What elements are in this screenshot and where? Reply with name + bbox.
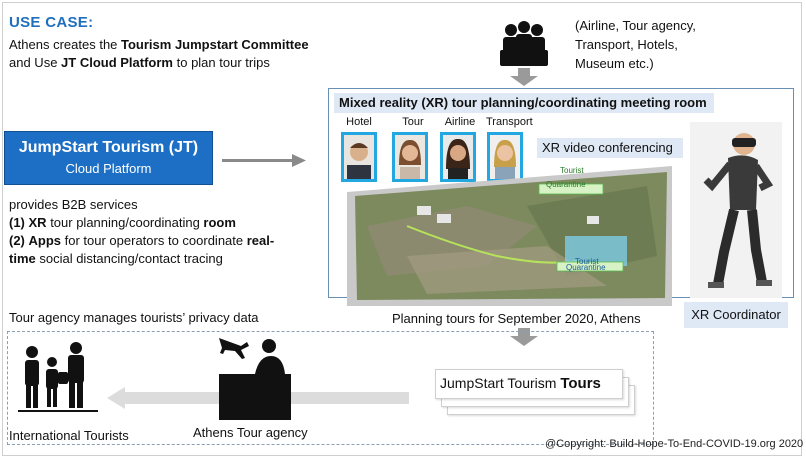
role-airline: Airline <box>444 116 476 128</box>
tour-agency-region <box>7 331 654 445</box>
map-label-tourist-1: Tourist <box>560 166 584 175</box>
stakeholders-note-line1: (Airline, Tour agency, <box>575 18 696 33</box>
services-list: provides B2B services (1) XR tour planni… <box>9 196 309 268</box>
role-transport: Transport <box>486 116 533 128</box>
person-portrait-icon <box>344 135 374 179</box>
service1-bold1: XR <box>28 215 47 230</box>
copyright-text: @Copyright: Build-Hope-To-End-COVID-19.o… <box>545 438 804 450</box>
map-label-quarantine-2: Quarantine <box>566 263 606 272</box>
airline-portrait <box>440 132 476 182</box>
jt-box-title: JumpStart Tourism (JT) <box>18 139 199 156</box>
xr-video-conferencing-label: XR video conferencing <box>537 138 683 158</box>
vr-person-icon <box>690 122 782 298</box>
service2-bold3: time <box>9 251 36 266</box>
tours-label-bold: Tours <box>560 375 601 392</box>
service2-num: (2) <box>9 233 25 248</box>
service2-mid: for tour operators to coordinate <box>61 233 247 248</box>
intro-line2-post: to plan tour trips <box>173 55 270 70</box>
international-tourists-label: International Tourists <box>9 428 129 443</box>
tours-label: JumpStart Tourism Tours <box>440 375 601 392</box>
stakeholders-group-icon <box>500 21 548 66</box>
stakeholders-note: (Airline, Tour agency, Transport, Hotels… <box>575 16 775 73</box>
tour-portrait <box>392 132 428 182</box>
slide-frame <box>2 2 802 456</box>
xr-coordinator-label: XR Coordinator <box>684 302 788 328</box>
intro-text: Athens creates the Tourism Jumpstart Com… <box>9 36 329 72</box>
person-portrait-icon <box>443 135 473 179</box>
tours-label-prefix: JumpStart Tourism <box>440 375 561 391</box>
service2-bold1: Apps <box>28 233 62 248</box>
jt-box-subtitle: Cloud Platform <box>65 161 152 176</box>
intro-line1-bold: Tourism Jumpstart Committee <box>121 37 309 52</box>
down-arrow-icon <box>510 328 538 346</box>
use-case-title: USE CASE: <box>9 14 94 31</box>
intro-line2-pre: and Use <box>9 55 62 70</box>
map-label-tourist-2: Tourist <box>575 257 599 266</box>
xr-coordinator-photo <box>690 122 782 298</box>
down-arrow-icon <box>510 68 538 86</box>
person-portrait-icon <box>395 135 425 179</box>
international-tourists-icon <box>18 342 98 412</box>
service1-num: (1) <box>9 215 25 230</box>
hotel-portrait <box>341 132 377 182</box>
service2-post: social distancing/contact tracing <box>35 251 223 266</box>
athens-tour-agency-label: Athens Tour agency <box>193 425 308 440</box>
stakeholders-note-line3: Museum etc.) <box>575 56 654 71</box>
meeting-room-title: Mixed reality (XR) tour planning/coordin… <box>334 93 714 113</box>
jt-cloud-platform-box: JumpStart Tourism (JT) Cloud Platform <box>4 131 213 185</box>
privacy-note: Tour agency manages tourists’ privacy da… <box>9 310 259 325</box>
service1-bold2: room <box>203 215 236 230</box>
service2-bold2: real- <box>246 233 275 248</box>
services-heading: provides B2B services <box>9 197 138 212</box>
role-tour: Tour <box>402 116 424 128</box>
person-portrait-icon <box>490 135 520 179</box>
tour-agency-icon <box>219 338 291 420</box>
stakeholders-note-line2: Transport, Hotels, <box>575 37 678 52</box>
intro-line1-pre: Athens creates the <box>9 37 122 52</box>
intro-line2-bold: JT Cloud Platform <box>61 55 173 70</box>
role-hotel: Hotel <box>346 116 372 128</box>
athens-3d-map <box>347 166 672 306</box>
planning-caption: Planning tours for September 2020, Athen… <box>392 311 641 326</box>
right-arrow-icon <box>222 154 306 167</box>
service1-mid: tour planning/coordinating <box>46 215 204 230</box>
map-label-quarantine-1: Quarantine <box>546 180 586 189</box>
transport-portrait <box>487 132 523 182</box>
